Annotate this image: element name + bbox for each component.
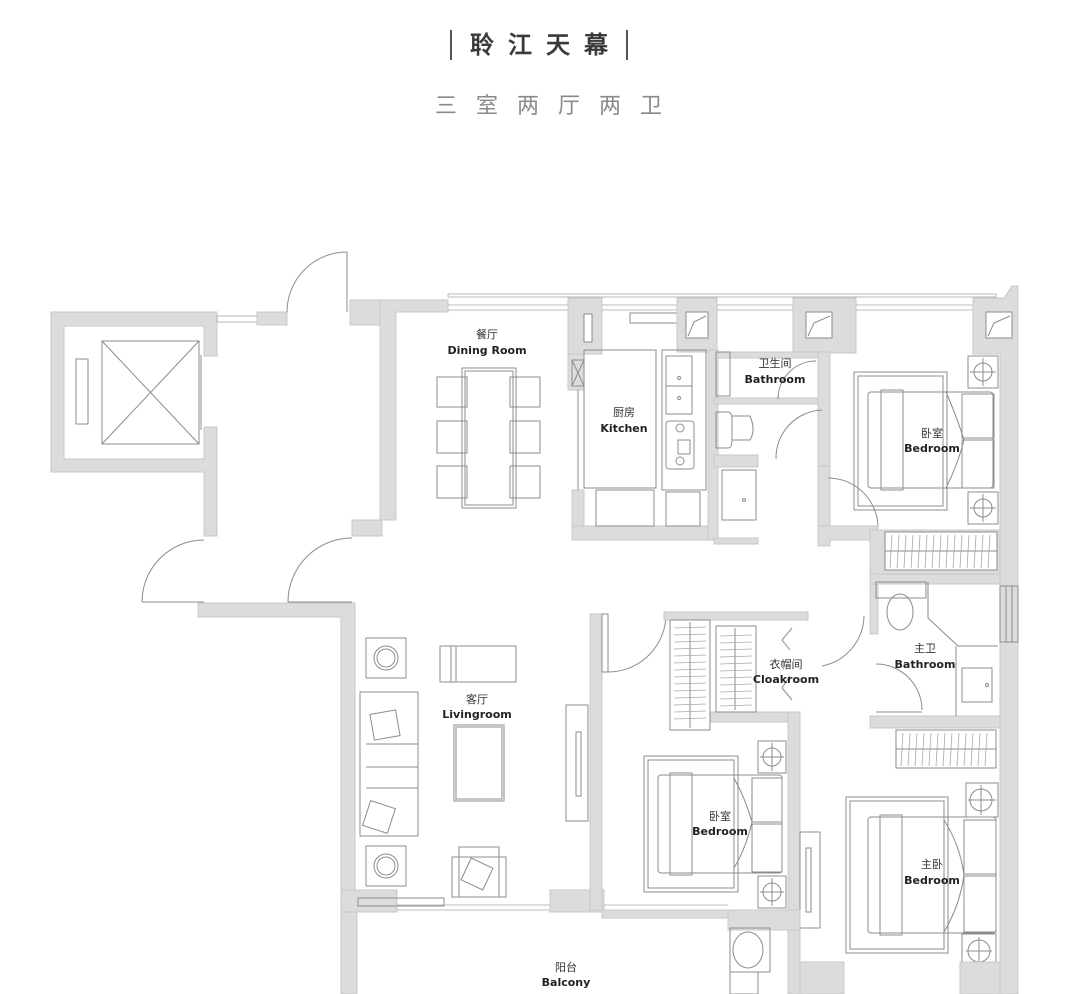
bedroom-mid-label-en: Bedroom — [692, 825, 748, 838]
cloakroom-label-en: Cloakroom — [753, 673, 819, 686]
master-bath-label-cn: 主卫 — [914, 642, 936, 655]
dining-room: 餐厅 Dining Room — [436, 327, 541, 509]
balcony-label-cn: 阳台 — [555, 960, 577, 974]
kitchen: 厨房 Kitchen — [571, 349, 719, 541]
master-bedroom-label-cn: 主卧 — [921, 858, 943, 871]
cloakroom-label-cn: 衣帽间 — [770, 657, 803, 671]
master-bedroom-label-en: Bedroom — [904, 874, 960, 887]
living-label-cn: 客厅 — [466, 692, 488, 706]
bedroom-mid-label-cn: 卧室 — [709, 809, 731, 823]
plan-subtitle: 三室两厅两卫 — [434, 94, 681, 119]
living-label-en: Livingroom — [442, 708, 511, 721]
bedroom-ne-label-en: Bedroom — [904, 442, 960, 455]
kitchen-label-en: Kitchen — [600, 422, 647, 435]
bedroom-mid: 衣帽间 Cloakroom 卧室 Bedroom — [589, 611, 821, 994]
plan-title-wrap: 聆江天幕 — [0, 30, 1078, 60]
elevator-core — [50, 311, 258, 537]
master-bathroom: 主卫 Bathroom — [821, 573, 1019, 769]
guest-bath-label-cn: 卫生间 — [759, 356, 792, 370]
bedroom-ne-label-cn: 卧室 — [921, 426, 943, 440]
guest-bath-label-en: Bathroom — [745, 373, 806, 386]
master-bath-label-en: Bathroom — [895, 658, 956, 671]
entry-walls — [141, 251, 449, 891]
master-bedroom: 主卧 Bedroom — [799, 782, 1001, 994]
balcony-label-en: Balcony — [542, 976, 591, 989]
kitchen-label-cn: 厨房 — [613, 406, 635, 419]
guest-bathroom: 卫生间 Bathroom — [713, 351, 831, 545]
plan-title: 聆江天幕 — [450, 30, 628, 60]
dining-label-en: Dining Room — [447, 344, 526, 357]
north-facade — [447, 285, 1019, 994]
dining-label-cn: 餐厅 — [476, 327, 498, 341]
bedroom-northeast: 卧室 Bedroom — [817, 355, 1001, 575]
living-room: 客厅 Livingroom — [340, 637, 605, 913]
balcony: 阳台 Balcony — [340, 909, 801, 994]
